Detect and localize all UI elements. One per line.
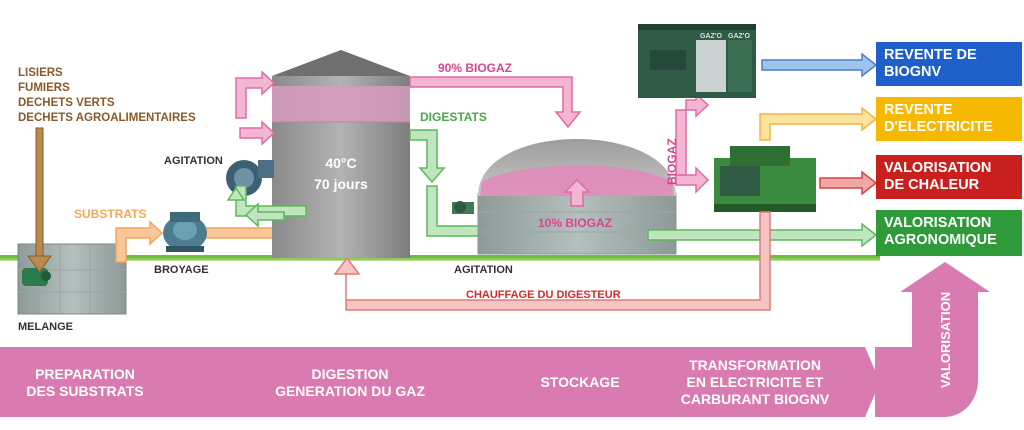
biogas-90-arrow bbox=[409, 76, 582, 129]
stage-line: DES SUBSTRATS bbox=[26, 383, 144, 399]
stage-line: DIGESTION bbox=[311, 366, 389, 382]
valorisation-curve bbox=[875, 262, 990, 417]
stage-line: TRANSFORMATION bbox=[689, 357, 821, 373]
stage-transformation: TRANSFORMATION EN ELECTRICITE ET CARBURA… bbox=[670, 357, 840, 408]
stage-preparation: PREPARATION DES SUBSTRATS bbox=[10, 366, 160, 400]
melange-label: MELANGE bbox=[18, 321, 73, 333]
biogas-recirculation-arrow bbox=[235, 70, 276, 146]
input-arrow bbox=[27, 127, 52, 273]
biogaz-10-label: 10% BIOGAZ bbox=[538, 216, 612, 230]
biogaz-90-label: 90% BIOGAZ bbox=[438, 61, 512, 75]
container-tag-2: GAZ'O bbox=[728, 33, 750, 40]
output-line: D'ELECTRICITE bbox=[884, 119, 993, 135]
biognv-arrow bbox=[761, 52, 878, 78]
substrats-label: SUBSTRATS bbox=[74, 207, 146, 221]
digester-duration: 70 jours bbox=[314, 176, 368, 192]
output-valorisation-agronomique: VALORISATION AGRONOMIQUE bbox=[876, 210, 1022, 256]
output-line: VALORISATION bbox=[884, 215, 992, 231]
stage-line: PREPARATION bbox=[35, 366, 135, 382]
biogas-10-arrow bbox=[563, 178, 591, 207]
agitation-pump bbox=[226, 160, 274, 196]
broyage-label: BROYAGE bbox=[154, 264, 209, 276]
digester-silo bbox=[272, 50, 410, 258]
valorisation-vertical-label: VALORISATION bbox=[938, 292, 953, 388]
cogeneration-engine bbox=[714, 146, 816, 212]
stage-line: EN ELECTRICITE ET bbox=[686, 374, 824, 390]
output-revente-electricite: REVENTE D'ELECTRICITE bbox=[876, 97, 1022, 141]
stage-line: GENERATION DU GAZ bbox=[275, 383, 425, 399]
input-item: DECHETS VERTS bbox=[18, 97, 115, 109]
heat-arrow bbox=[819, 170, 878, 196]
output-line: VALORISATION bbox=[884, 160, 992, 176]
grinder-machine bbox=[163, 212, 207, 252]
digester-heating-arrow bbox=[333, 211, 771, 311]
output-line: DE CHALEUR bbox=[884, 177, 980, 193]
digester-temperature: 40°C bbox=[325, 155, 356, 171]
output-line: REVENTE bbox=[884, 102, 953, 118]
stage-line: STOCKAGE bbox=[540, 374, 620, 390]
agitation-left-label: AGITATION bbox=[164, 155, 223, 167]
ground-line bbox=[0, 255, 880, 261]
agitation-loop-arrow bbox=[226, 185, 307, 228]
agitation-bottom-label: AGITATION bbox=[454, 264, 513, 276]
stage-line: CARBURANT BIOGNV bbox=[680, 391, 830, 407]
output-line: AGRONOMIQUE bbox=[884, 232, 997, 248]
input-item: FUMIERS bbox=[18, 82, 70, 94]
storage-agitator bbox=[452, 201, 474, 214]
output-revente-biognv: REVENTE DE BIOGNV bbox=[876, 42, 1022, 86]
biogaz-vertical-label: BIOGAZ bbox=[665, 138, 679, 185]
biognv-container bbox=[638, 24, 756, 98]
inputs-list: LISIERS FUMIERS DECHETS VERTS DECHETS AGROA… bbox=[18, 67, 196, 124]
output-line: REVENTE DE bbox=[884, 47, 977, 63]
chauffage-label: CHAUFFAGE DU DIGESTEUR bbox=[466, 289, 621, 301]
input-item: LISIERS bbox=[18, 67, 63, 79]
output-valorisation-chaleur: VALORISATION DE CHALEUR bbox=[876, 155, 1022, 199]
digestats-label: DIGESTATS bbox=[420, 110, 487, 124]
container-tag-1: GAZ'O bbox=[700, 33, 722, 40]
biogas-to-cogeneration-arrow bbox=[675, 92, 710, 194]
mixing-tank bbox=[17, 243, 127, 315]
electricity-arrow bbox=[759, 106, 878, 141]
input-item: DECHETS AGROALIMENTAIRES bbox=[18, 112, 196, 124]
stage-stockage: STOCKAGE bbox=[520, 374, 640, 391]
process-stage-band bbox=[0, 347, 880, 417]
output-line: BIOGNV bbox=[884, 64, 942, 80]
stage-digestion: DIGESTION GENERATION DU GAZ bbox=[250, 366, 450, 400]
